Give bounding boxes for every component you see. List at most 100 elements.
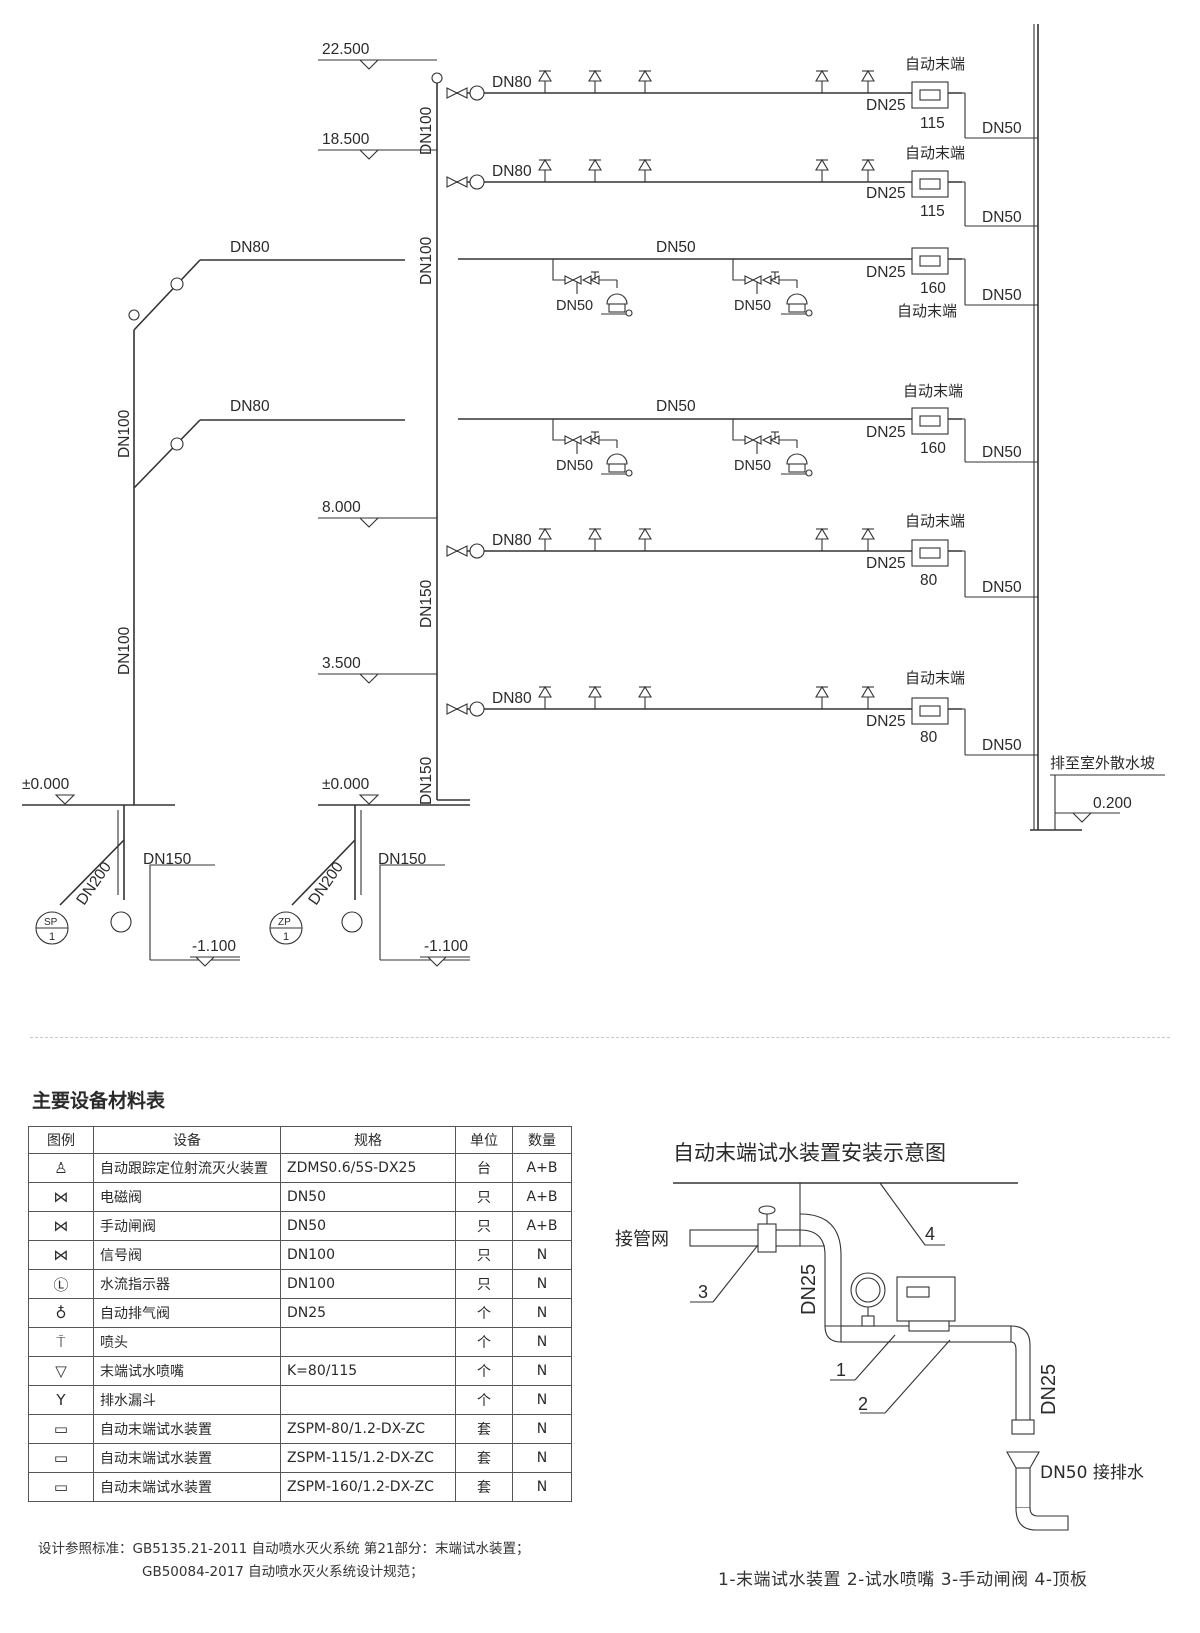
elev-8000: 8.000 [322,499,361,516]
reference-line: 设计参照标准：GB5135.21-2011 自动喷水灭火系统 第21部分：末端试… [38,1541,530,1557]
signal-valve-icon: ⋈ [28,1240,94,1270]
pipe-dn25: DN25 [866,264,906,281]
pipe-dn50: DN50 [982,120,1022,137]
device-cell: 自动末端试水装置 [93,1443,281,1473]
qty-cell: N [512,1414,572,1444]
col-header-spec: 规格 [280,1126,456,1154]
pipe-dn80: DN80 [492,74,532,91]
table-row: ⋈ 信号阀 DN100 只 N [28,1240,572,1270]
qty-cell: N [512,1472,572,1502]
branch-18500 [446,159,1038,227]
qty-cell: N [512,1385,572,1415]
col-header-device: 设备 [93,1126,281,1154]
qty-cell: A+B [512,1153,572,1183]
table-row: ▭ 自动末端试水装置 ZSPM-160/1.2-DX-ZC 套 N [28,1472,572,1502]
qty-cell: N [512,1298,572,1328]
elev-minus1100-mid: -1.100 [424,938,468,955]
pipe-dn50: DN50 [734,298,771,314]
terminal-label: 自动末端 [897,302,957,320]
pipe-dn150: DN150 [378,851,427,868]
pipe-dn50: DN50 [556,298,593,314]
terminal-label: 自动末端 [903,382,963,400]
device-cell: 自动跟踪定位射流灭火装置 [93,1153,281,1183]
table-row: ▽ 末端试水喷嘴 K=80/115 个 N [28,1356,572,1386]
spec-cell: DN25 [280,1298,456,1328]
pipe-dn50: DN50 [982,209,1022,226]
unit-cell: 套 [455,1472,513,1502]
terminal-rating: 115 [920,203,945,220]
install-diagram: 自动末端试水装置安装示意图 接管网 DN25 DN25 DN50 接排水 1 2… [615,1141,1144,1531]
device-cell: 末端试水喷嘴 [93,1356,281,1386]
elev-0000-mid: ±0.000 [322,776,370,793]
gate-valve-icon: ⋈ [28,1211,94,1241]
unit-cell: 套 [455,1443,513,1473]
col-header-qty: 数量 [512,1126,572,1154]
pipe-dn50: DN50 [982,444,1022,461]
terminal-test-device-icon: ▭ [28,1443,94,1473]
unit-cell: 套 [455,1414,513,1444]
unit-cell: 只 [455,1269,513,1299]
branch-3500 [446,686,1038,756]
callout-2: 2 [858,1394,868,1414]
section-divider [30,1037,1170,1038]
spec-cell: ZSPM-115/1.2-DX-ZC [280,1443,456,1473]
spec-cell: ZSPM-80/1.2-DX-ZC [280,1414,456,1444]
drain-funnel-icon: Y [28,1385,94,1415]
table-row: ▭ 自动末端试水装置 ZSPM-115/1.2-DX-ZC 套 N [28,1443,572,1473]
spec-cell: DN50 [280,1211,456,1241]
pipe-dn80: DN80 [492,532,532,549]
terminal-test-device-icon: ▭ [28,1472,94,1502]
spec-cell [280,1327,456,1357]
qty-cell: N [512,1327,572,1357]
col-header-legend: 图例 [28,1126,94,1154]
unit-cell: 个 [455,1298,513,1328]
device-cell: 自动末端试水装置 [93,1472,281,1502]
terminal-label: 自动末端 [905,55,965,73]
table-row: ⋈ 电磁阀 DN50 只 A+B [28,1182,572,1212]
pipe-dn200: DN200 [73,859,115,909]
branch-8000 [446,528,1038,598]
col-header-unit: 单位 [455,1126,513,1154]
device-cell: 水流指示器 [93,1269,281,1299]
elev-0000-left: ±0.000 [22,776,70,793]
device-cell: 喷头 [93,1327,281,1357]
pipe-dn200: DN200 [305,859,347,909]
pipe-dn50: DN50 [734,458,771,474]
pipe-dn150: DN150 [418,579,435,628]
table-row: ▭ 自动末端试水装置 ZSPM-80/1.2-DX-ZC 套 N [28,1414,572,1444]
spec-cell: ZSPM-160/1.2-DX-ZC [280,1472,456,1502]
unit-cell: 台 [455,1153,513,1183]
terminal-rating: 80 [920,729,938,746]
riser-diagram: 22.500 18.500 8.000 3.500 ±0.000 ±0.000 … [22,24,1165,967]
terminal-rating: 115 [920,115,945,132]
unit-cell: 只 [455,1211,513,1241]
elev-3500: 3.500 [322,655,361,672]
install-legend: 1-末端试水装置 2-试水喷嘴 3-手动闸阀 4-顶板 [718,1570,1088,1590]
terminal-label: 自动末端 [905,669,965,687]
air-vent-icon: ♁ [28,1298,94,1328]
terminal-rating: 160 [920,440,946,457]
pipe-dn50: DN50 [982,737,1022,754]
table-header-row: 图例 设备 规格 单位 数量 [28,1126,572,1154]
riser-labels: 22.500 18.500 8.000 3.500 ±0.000 ±0.000 … [22,41,1155,955]
reference-line: GB50084-2017 自动喷水灭火系统设计规范； [142,1564,424,1580]
pipe-dn150: DN150 [143,851,192,868]
elev-minus1100-left: -1.100 [192,938,236,955]
unit-cell: 只 [455,1182,513,1212]
dn25-vertical: DN25 [1038,1364,1060,1415]
spec-cell: DN100 [280,1269,456,1299]
qty-cell: A+B [512,1182,572,1212]
elev-0200: 0.200 [1093,795,1132,812]
sprinkler-icon: ⍑ [28,1327,94,1357]
terminal-rating: 160 [920,280,946,297]
qty-cell: N [512,1356,572,1386]
pipe-dn100: DN100 [116,626,133,675]
pipe-dn50: DN50 [982,579,1022,596]
device-cell: 自动末端试水装置 [93,1414,281,1444]
spec-cell: ZDMS0.6/5S-DX25 [280,1153,456,1183]
pipe-dn80: DN80 [230,239,270,256]
pipe-dn80: DN80 [230,398,270,415]
pipe-dn100: DN100 [418,106,435,155]
pump-set-zp [269,805,470,961]
unit-cell: 个 [455,1356,513,1386]
